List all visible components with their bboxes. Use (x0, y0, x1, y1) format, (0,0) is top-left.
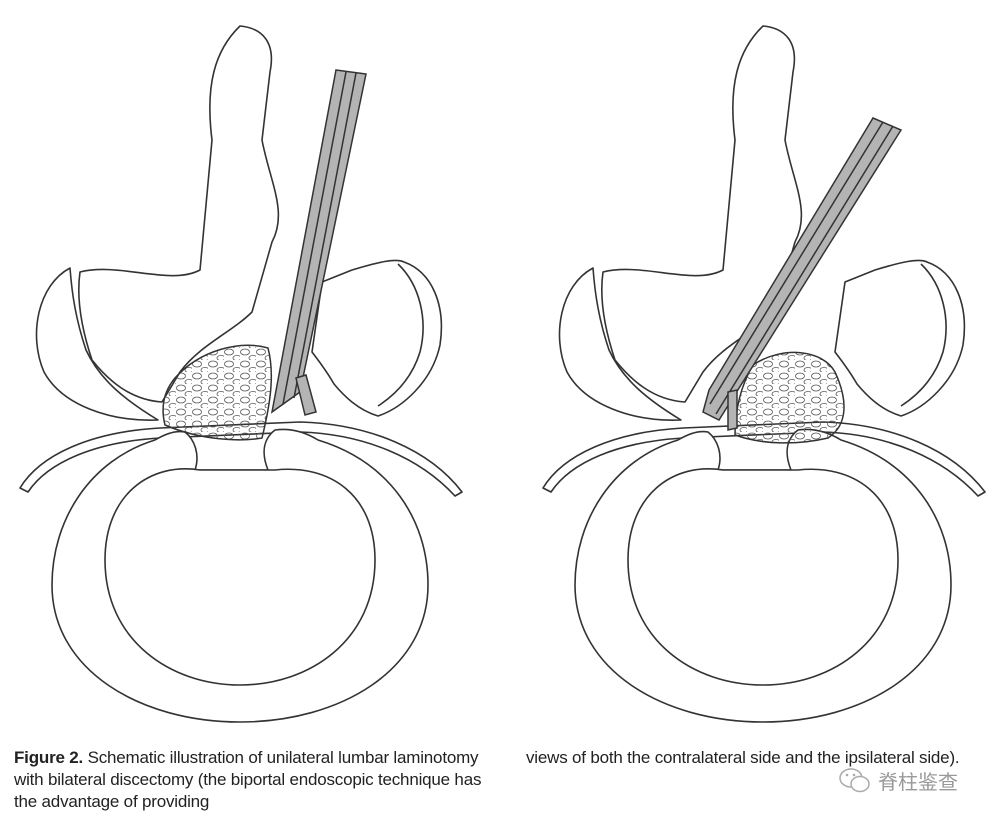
panel-right-vertebra (542, 25, 986, 723)
panel-left-vertebra (19, 25, 463, 723)
figure-caption-column-1: Figure 2. Schematic illustration of unil… (14, 747, 484, 813)
endoscopic-instrument (702, 117, 903, 431)
endoscopic-instrument (270, 69, 367, 416)
caption-text-2: views of both the contralateral side and… (526, 748, 960, 767)
figure-illustration (19, 25, 986, 723)
figure-caption-column-2: views of both the contralateral side and… (526, 747, 986, 769)
watermark: 脊柱鉴查 (838, 766, 958, 795)
caption-text-1: Schematic illustration of unilateral lum… (14, 748, 482, 811)
disc-fragment (162, 344, 273, 441)
watermark-text: 脊柱鉴查 (878, 772, 958, 794)
wechat-icon (839, 767, 870, 792)
figure-label: Figure 2. (14, 748, 84, 767)
